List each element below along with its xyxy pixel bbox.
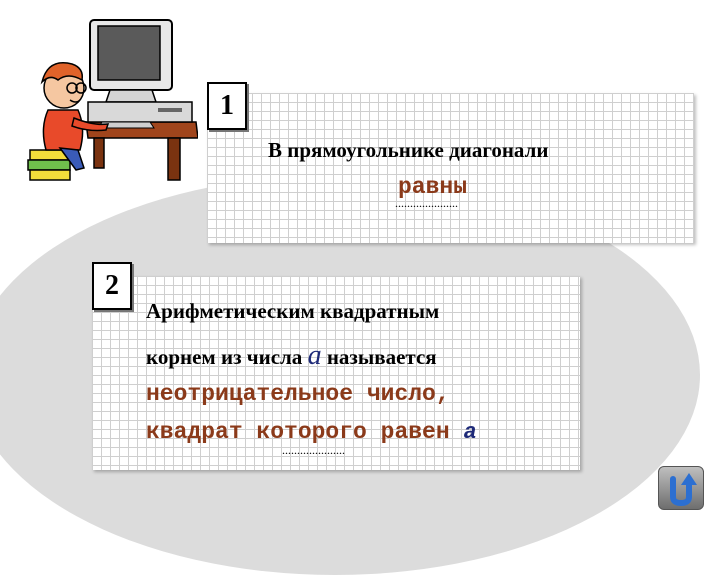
back-button[interactable] [658,466,704,510]
card-2-blank: ..................... [282,443,345,457]
card-2-variable-a: a [307,340,322,371]
card-2-answer-line-1: неотрицательное число, [146,381,450,407]
card-1-panel [207,93,694,243]
card-1-answer: равны [398,174,468,200]
card-2-answer-text: квадрат которого равен [146,419,464,445]
boy-at-computer-icon [27,19,198,181]
card-2-line-2-pre: корнем из числа [146,345,308,369]
card-1-blank: ..................... [395,196,458,210]
card-2-line-2-post: называется [321,345,437,369]
card-2-answer-line-2: квадрат которого равен a [146,419,477,445]
back-arrow-icon [670,473,697,507]
card-2-line-2: корнем из числа a называется [146,340,437,372]
card-2-panel [92,276,580,470]
card-1-statement: В прямоугольнике диагонали [268,138,549,162]
card-2-answer-variable-a: a [463,420,477,445]
card-2-number: 2 [92,262,132,310]
card-2-line-1: Арифметическим квадратным [146,299,440,323]
card-1-number: 1 [207,82,247,130]
